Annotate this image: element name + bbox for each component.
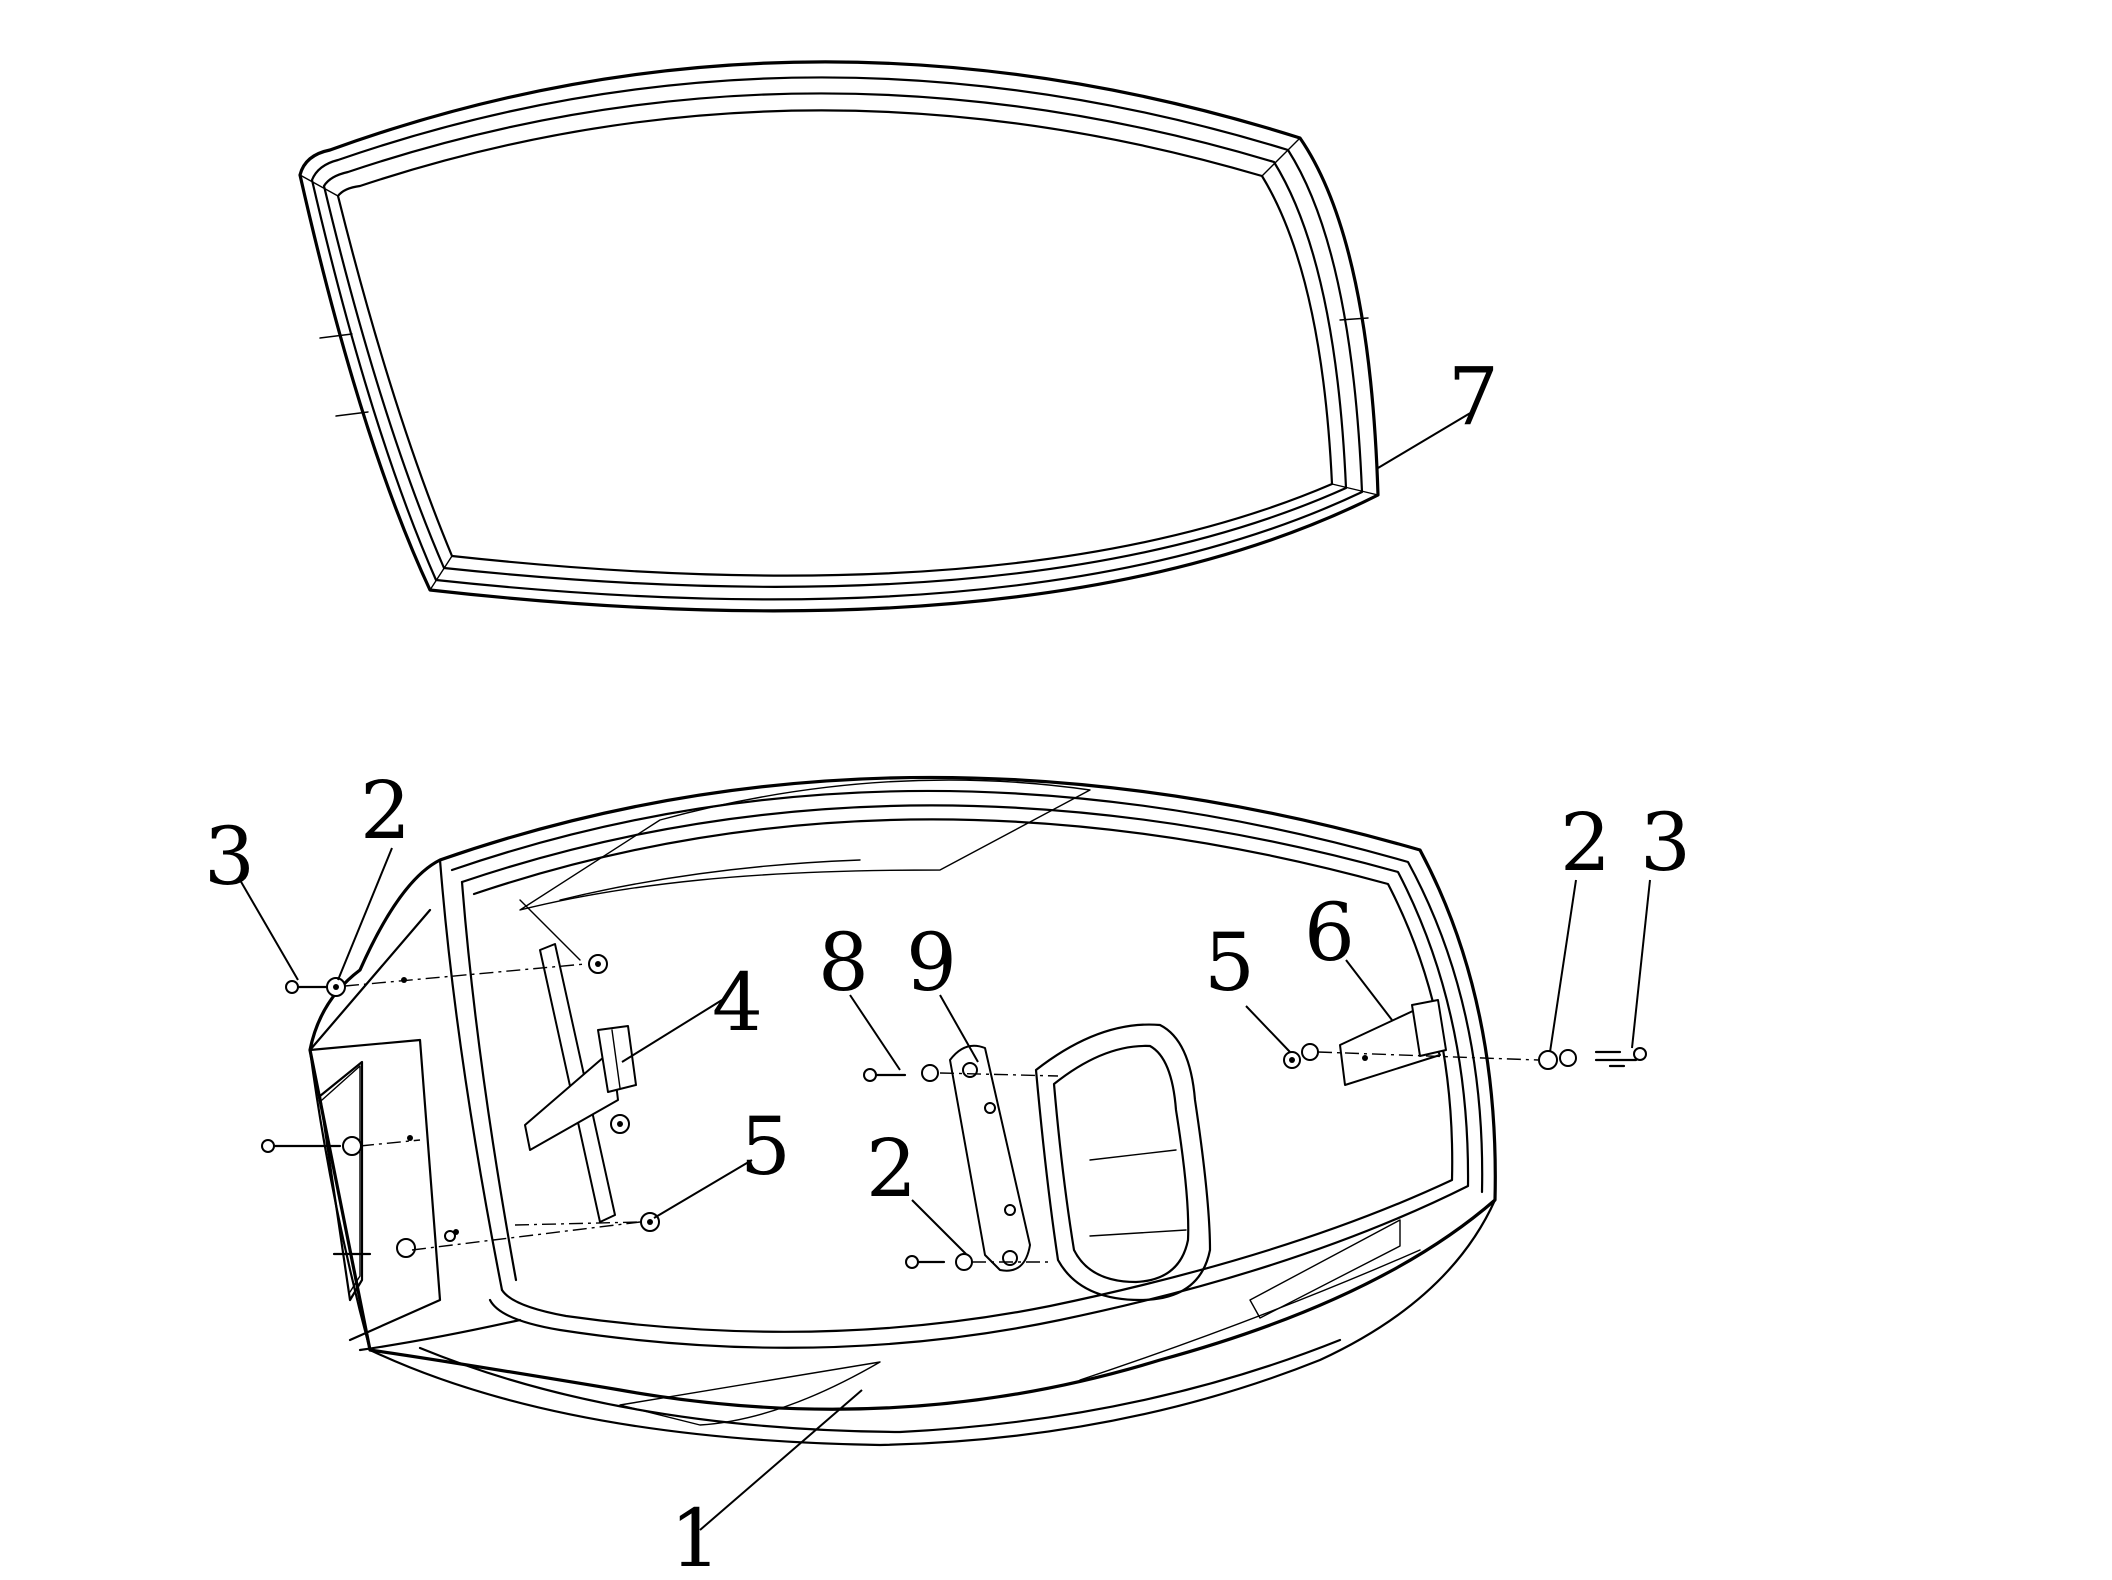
callout-5-left: 5 bbox=[740, 1100, 791, 1193]
callout-4: 4 bbox=[712, 956, 763, 1049]
callout-7: 7 bbox=[1448, 350, 1499, 443]
leader-lines bbox=[239, 411, 1651, 1531]
part-9-center-plate bbox=[949, 1044, 1031, 1272]
callout-2-left: 2 bbox=[360, 764, 411, 857]
part-6-right-latch-bracket bbox=[1339, 999, 1447, 1086]
callout-2-center: 2 bbox=[866, 1122, 917, 1215]
callout-1: 1 bbox=[670, 1492, 721, 1580]
callout-labels: 7 3 2 4 5 8 9 2 5 6 2 3 1 bbox=[204, 350, 1691, 1580]
callout-8: 8 bbox=[818, 916, 869, 1009]
part-4-left-latch-bracket bbox=[524, 943, 637, 1223]
callout-9: 9 bbox=[906, 916, 957, 1009]
callout-5-right: 5 bbox=[1204, 916, 1255, 1009]
callout-2-right: 2 bbox=[1560, 796, 1611, 889]
fasteners bbox=[261, 954, 1647, 1271]
alignment-lines bbox=[344, 963, 1539, 1263]
callout-3-left: 3 bbox=[204, 810, 255, 903]
part-1-lower-cowl bbox=[308, 775, 1497, 1447]
callout-6: 6 bbox=[1304, 886, 1355, 979]
part-7-seal-ring bbox=[298, 60, 1380, 613]
callout-3-right: 3 bbox=[1640, 796, 1691, 889]
